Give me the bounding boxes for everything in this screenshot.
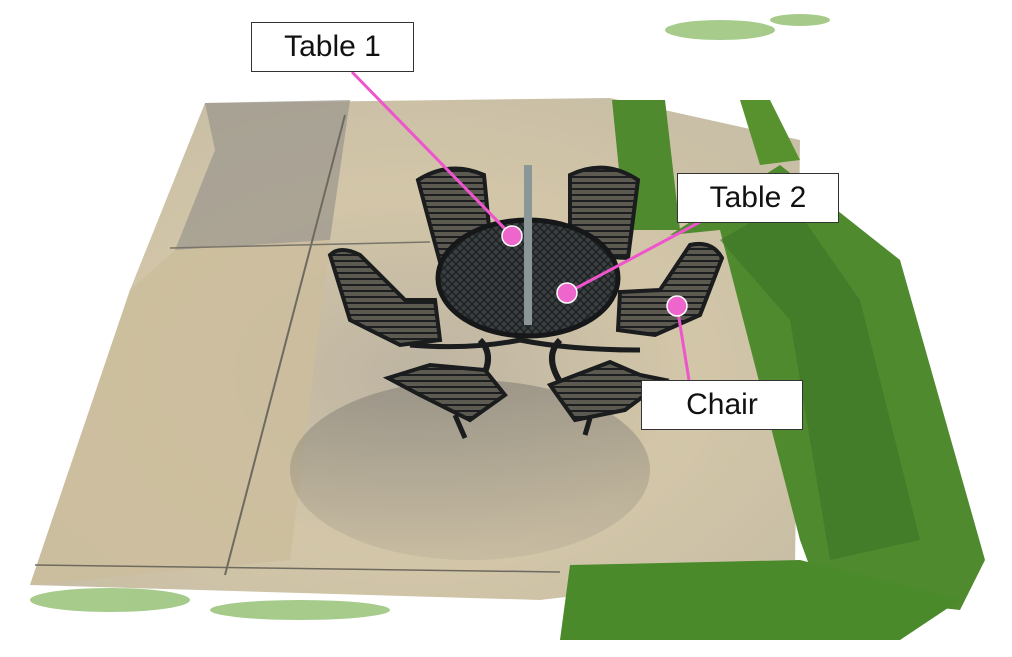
slab-seam (34, 564, 561, 573)
grass-fringe (30, 14, 830, 620)
chair-front-left (382, 362, 508, 439)
chair-right (615, 241, 725, 338)
annotation-point (556, 282, 578, 304)
chair-left (327, 248, 443, 348)
umbrella-pole (524, 165, 532, 325)
grass-strip (740, 100, 800, 165)
sandy-concrete-patch (30, 240, 330, 585)
grass-lawn-shade (720, 200, 920, 560)
table (409, 165, 641, 397)
annotation-table1 (350, 70, 523, 247)
annotation-chair (666, 295, 691, 381)
label-chair: Chair (641, 380, 803, 430)
grass-bottom (560, 560, 960, 640)
slab-seam (169, 241, 431, 249)
annotation-point (666, 295, 688, 317)
slab-seam (224, 114, 346, 576)
annotation-table2 (556, 220, 701, 304)
annotation-point (501, 225, 523, 247)
furniture-shadow (290, 380, 650, 560)
label-table-2: Table 2 (677, 173, 839, 223)
dark-concrete-patch (175, 100, 350, 250)
label-table-1: Table 1 (251, 22, 414, 72)
